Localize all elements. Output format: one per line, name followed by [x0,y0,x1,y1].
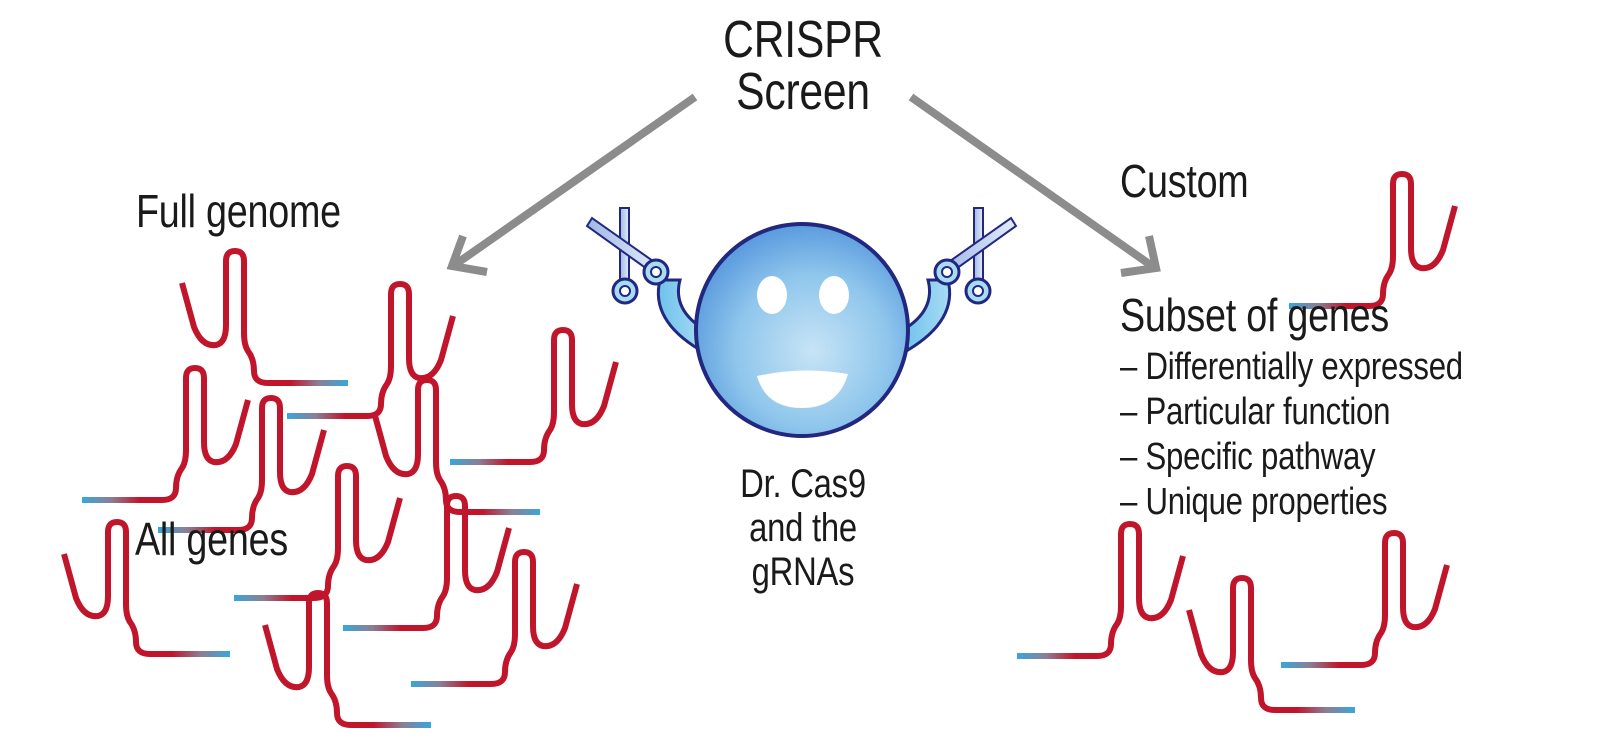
arrow-to-custom [908,93,1161,277]
criteria-item: – Differentially expressed [1120,346,1463,388]
subset-of-genes-label: Subset of genes [1120,289,1389,341]
caption-line-1: Dr. Cas9 [740,462,866,506]
grna-tail [172,651,230,657]
grna-tail [1017,653,1075,659]
criteria-item: – Specific pathway [1120,436,1376,478]
smile [757,370,848,408]
grna-tail [82,497,140,503]
right-eye [819,276,849,314]
grna-icon [262,590,431,728]
grna-layer [61,171,1458,728]
mascot-face [694,222,910,438]
caption-line-2: and the [749,506,857,550]
all-genes-label: All genes [135,513,288,565]
grna-tail [1297,707,1355,713]
grna-tail [482,509,540,515]
criteria-list: – Differentially expressed – Particular … [1120,345,1538,525]
grna-tail [234,595,292,601]
left-eye [757,276,787,314]
grna-icon [1186,575,1355,713]
criteria-item: – Particular function [1120,391,1391,433]
grna-icon [82,365,251,503]
grna-icon [343,493,512,631]
grna-tail [373,722,431,728]
arrow-to-full-genome [446,93,698,276]
grna-tail [1289,303,1347,309]
grna-icon [61,519,230,657]
grna-icon [158,395,327,533]
grna-icon [1017,521,1186,659]
criteria-item: – Unique properties [1120,481,1388,523]
grna-icon [287,281,456,419]
grna-icon [234,463,403,601]
grna-tail [450,459,508,465]
grna-tail [290,380,348,386]
grna-tail [1281,662,1339,668]
title-line-1: CRISPR [723,11,883,69]
grna-tail [158,527,216,533]
grna-tail [343,625,401,631]
grna-icon [179,248,348,386]
grna-icon [411,549,580,687]
grna-icon [1289,171,1458,309]
diagram-title: CRISPR Screen [721,14,885,118]
caption-line-3: gRNAs [751,550,855,594]
right-scissors-icon [933,207,1018,305]
title-line-2: Screen [736,63,870,121]
grna-icon [1281,530,1450,668]
cas9-mascot [585,207,1018,438]
full-genome-label: Full genome [136,185,341,237]
custom-label: Custom [1120,155,1249,207]
grna-tail [411,681,469,687]
grna-tail [287,413,345,419]
left-scissors-icon [585,207,670,305]
right-arm [901,278,952,353]
mascot-caption: Dr. Cas9 and the gRNAs [721,462,885,594]
grna-icon [450,327,619,465]
